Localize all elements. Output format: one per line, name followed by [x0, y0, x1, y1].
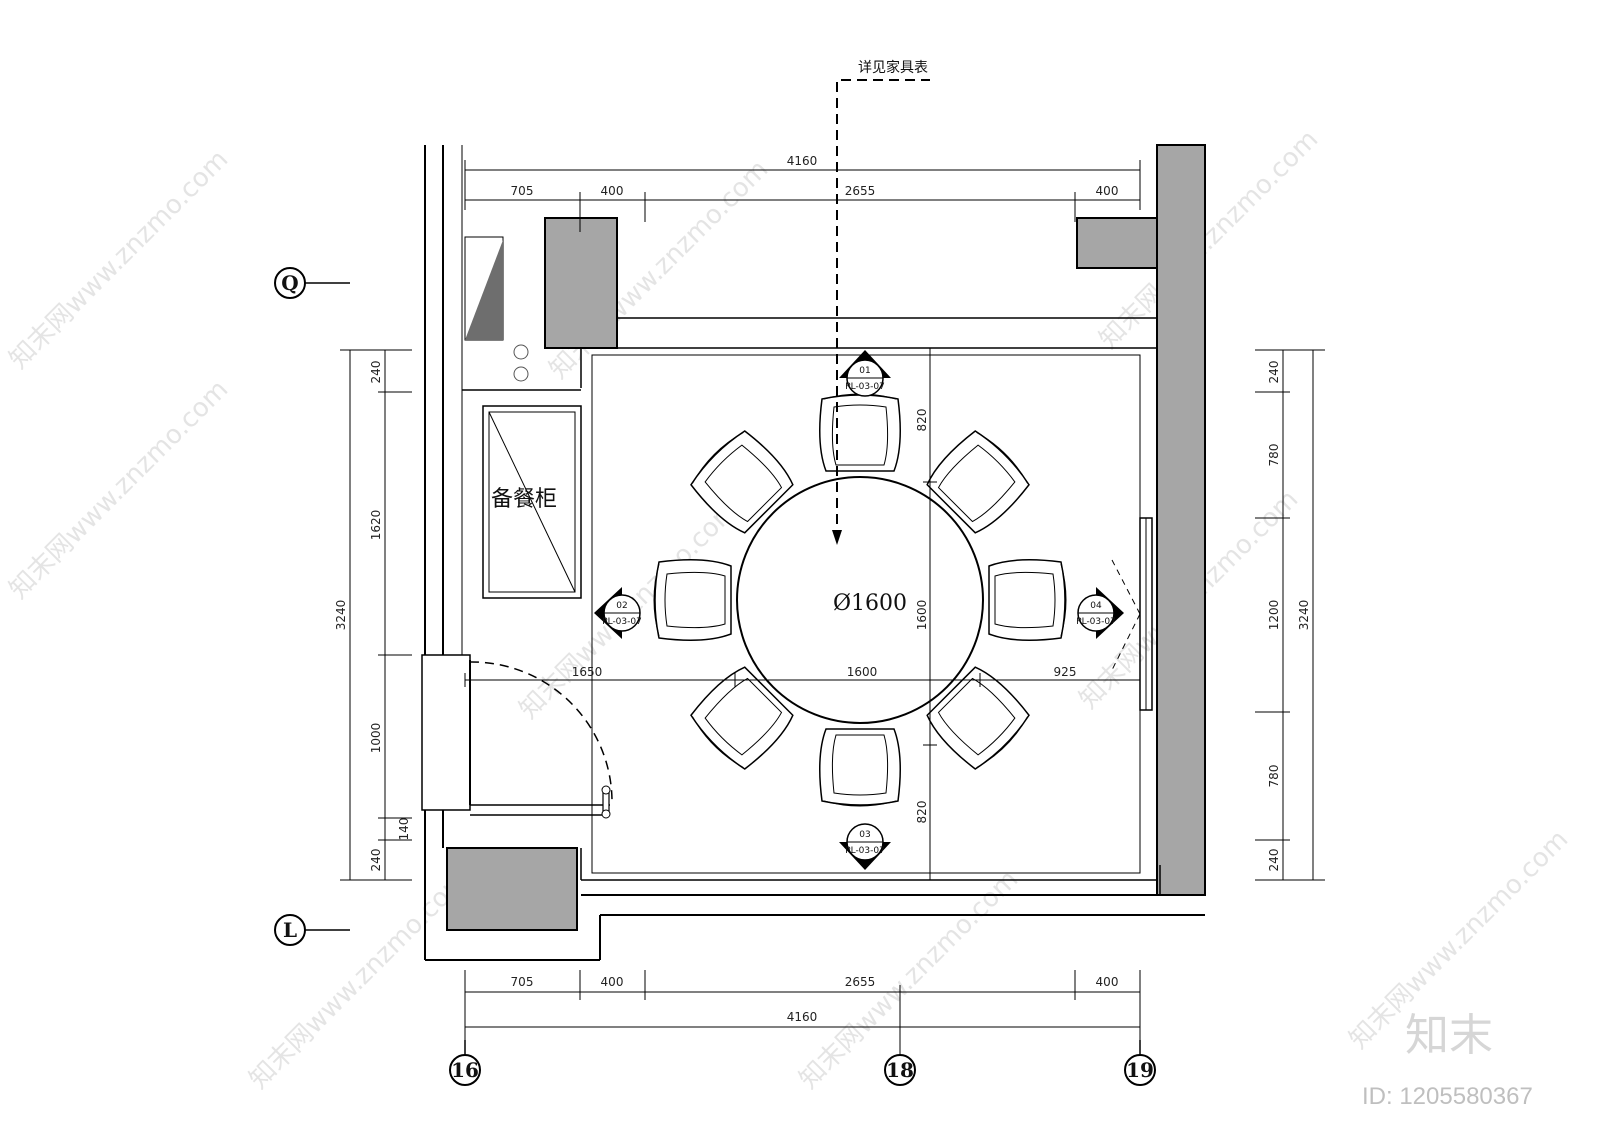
window-right [1111, 517, 1153, 711]
sideboard-label: 备餐柜 [491, 487, 557, 512]
dim-left-total: 3240 [334, 600, 348, 631]
wall-right [1156, 144, 1206, 896]
dim-left-seg: 140 [397, 818, 411, 841]
dim-left-seg: 1620 [369, 510, 383, 541]
dim-right [1255, 349, 1325, 881]
dim-bottom-seg: 400 [1096, 975, 1119, 989]
fixture-circle [513, 344, 529, 360]
table-label: Ø1600 [833, 591, 907, 616]
dim-right-seg: 1200 [1267, 600, 1281, 631]
mid-dimensions [464, 360, 1141, 875]
dim-top-seg: 2655 [845, 184, 876, 198]
dim-bottom-total: 4160 [787, 1010, 818, 1024]
dim-mid-h: 1650 [572, 665, 603, 679]
axis-l: L [274, 914, 350, 946]
dim-left-seg: 1000 [369, 723, 383, 754]
dim-top-total: 4160 [787, 154, 818, 168]
chair [988, 559, 1067, 641]
dim-bottom-seg: 705 [511, 975, 534, 989]
dim-top-seg: 705 [511, 184, 534, 198]
dim-right-seg: 780 [1267, 765, 1281, 788]
column-top-left [544, 217, 618, 349]
dim-top [464, 160, 1141, 232]
tag-sheet: PL-03-07 [845, 846, 885, 856]
dim-mid-h: 1600 [847, 665, 878, 679]
fixture-circle [513, 366, 529, 382]
axis-16: 16 [449, 1040, 481, 1086]
tag-number: 02 [616, 601, 627, 611]
chairs [653, 393, 1067, 807]
axis-label: 18 [886, 1058, 914, 1082]
column-bottom-left [446, 847, 578, 931]
fixture-triangle [465, 240, 503, 340]
round-table [736, 476, 984, 724]
sideboard: 备餐柜 [482, 405, 582, 599]
image-id: ID: 1205580367 [1362, 1083, 1533, 1110]
chair [926, 666, 1030, 770]
dim-mid-h: 925 [1054, 665, 1077, 679]
dim-left-seg: 240 [369, 361, 383, 384]
dim-left-seg: 240 [369, 849, 383, 872]
tag-sheet: PL-03-07 [1076, 617, 1116, 627]
dim-right-seg: 240 [1267, 361, 1281, 384]
chair [819, 393, 901, 472]
walls [421, 145, 1205, 961]
chair [926, 430, 1030, 534]
axis-label: 16 [451, 1058, 479, 1082]
chair [690, 666, 794, 770]
wall-pier-top-right [1076, 217, 1158, 269]
tag-sheet: PL-03-07 [845, 382, 885, 392]
dim-top-seg: 400 [1096, 184, 1119, 198]
dining-set: Ø1600 [653, 393, 1067, 807]
axis-label: 19 [1126, 1058, 1154, 1082]
dim-left [340, 349, 412, 881]
callout: 详见家具表 [832, 59, 930, 545]
callout-text: 详见家具表 [858, 59, 928, 76]
dim-mid-v: 1600 [915, 600, 929, 631]
chair [690, 430, 794, 534]
tag-number: 01 [859, 366, 870, 376]
dim-mid-v: 820 [915, 801, 929, 824]
axis-19: 19 [1124, 1040, 1156, 1086]
tag-sheet: PL-03-07 [602, 617, 642, 627]
axis-18: 18 [884, 1054, 916, 1086]
dim-right-seg: 780 [1267, 444, 1281, 467]
watermark-text: 知末网www.znzmo.com [4, 144, 235, 375]
brand-mark: 知末 [1405, 1010, 1493, 1061]
dim-mid-v: 820 [915, 409, 929, 432]
dim-bottom [464, 970, 1141, 1060]
dim-top-seg: 400 [601, 184, 624, 198]
axis-label: Q [281, 271, 298, 295]
watermark-text: 知末网www.znzmo.com [244, 864, 475, 1095]
door [469, 661, 613, 819]
dim-bottom-seg: 2655 [845, 975, 876, 989]
axis-q: Q [274, 267, 350, 299]
tag-number: 03 [859, 830, 870, 840]
axis-label: L [283, 918, 297, 942]
dim-right-seg: 240 [1267, 849, 1281, 872]
tag-number: 04 [1090, 601, 1102, 611]
chair [819, 728, 901, 807]
dim-right-total: 3240 [1297, 600, 1311, 631]
watermark-text: 知末网www.znzmo.com [4, 374, 235, 605]
chair [653, 559, 732, 641]
dim-bottom-seg: 400 [601, 975, 624, 989]
